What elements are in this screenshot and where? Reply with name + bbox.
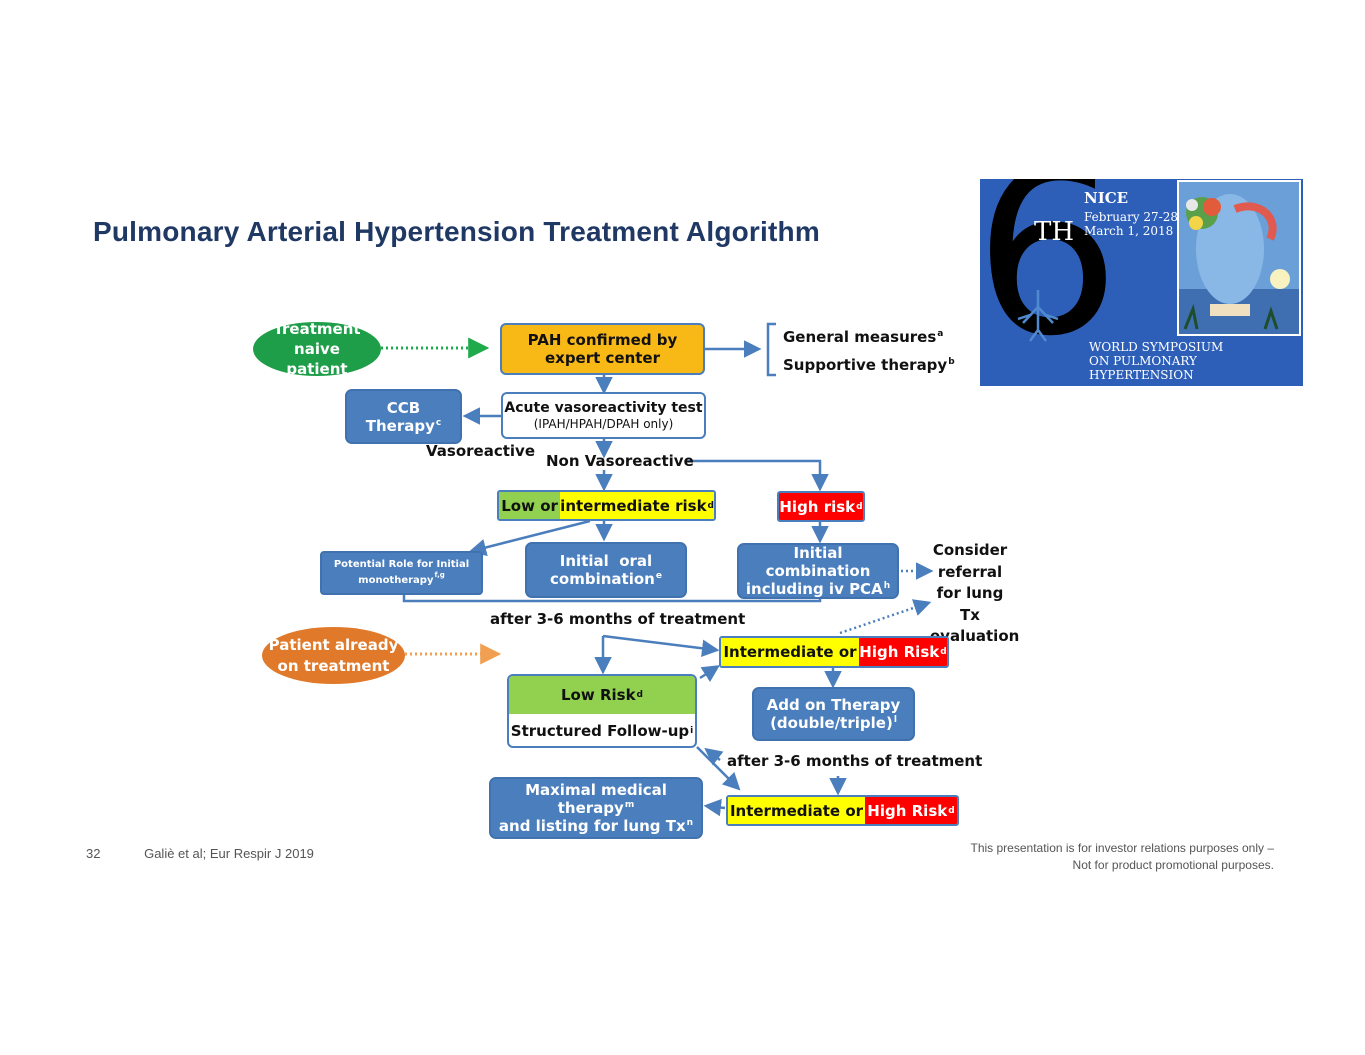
disclaimer-line-2: Not for product promotional purposes. bbox=[1072, 858, 1274, 872]
maximal-therapy-box: Maximal medical therapym and listing for… bbox=[489, 777, 703, 839]
ccb-therapy-box: CCB Therapyc bbox=[345, 389, 462, 444]
after-months-label-2: after 3-6 months of treatment bbox=[727, 752, 983, 770]
combo-line1: Initial combination bbox=[765, 544, 871, 580]
disclaimer-line-1: This presentation is for investor relati… bbox=[970, 841, 1275, 855]
after-months-label-1: after 3-6 months of treatment bbox=[490, 610, 746, 628]
intermediate-segment-1: Intermediate or bbox=[721, 638, 859, 666]
pah-line2: expert center bbox=[544, 349, 661, 367]
treatment-naive-line1: Treatment naive bbox=[273, 319, 361, 358]
potential-line1: Potential Role for Initial bbox=[333, 559, 470, 570]
arrow-inter2-to-maximal bbox=[703, 798, 726, 817]
bracket-measures bbox=[766, 322, 776, 377]
vaso-line1: Acute vasoreactivity test bbox=[504, 399, 703, 416]
vasoreactive-label: Vasoreactive bbox=[426, 442, 535, 460]
logo-artwork bbox=[1177, 180, 1301, 336]
non-vasoreactive-label: Non Vasoreactive bbox=[546, 452, 694, 470]
footer-left: 32 Galiè et al; Eur Respir J 2019 bbox=[86, 846, 354, 861]
initial-combination-box: Initial combination including iv PCAh bbox=[737, 543, 899, 599]
consider-referral: Consider referral for lung Tx evaluation bbox=[930, 541, 1020, 645]
general-measures: General measuresa bbox=[783, 328, 944, 346]
vaso-line2: (IPAH/HPAH/DPAH only) bbox=[533, 416, 674, 431]
page-number: 32 bbox=[86, 846, 101, 861]
slide-title: Pulmonary Arterial Hypertension Treatmen… bbox=[93, 216, 820, 247]
pah-line1: PAH confirmed by bbox=[527, 331, 678, 349]
lung-tree-icon bbox=[1017, 290, 1059, 342]
pah-confirmed-box: PAH confirmed by expert center bbox=[500, 323, 705, 375]
potential-role-box: Potential Role for Initial monotherapyf,… bbox=[320, 551, 483, 595]
intermediate-segment-2: Intermediate or bbox=[728, 797, 865, 824]
patient-already-ellipse: Patient already on treatment bbox=[262, 627, 405, 684]
vasoreactivity-box: Acute vasoreactivity test (IPAH/HPAH/DPA… bbox=[501, 392, 706, 439]
treatment-naive-ellipse: Treatment naive patient bbox=[253, 319, 381, 379]
logo-six: 6 bbox=[980, 179, 1121, 386]
logo-date-1: February 27-28 bbox=[1084, 210, 1178, 224]
symposium-logo: 6 TH NICE February 27-28 March 1, 2018 W… bbox=[980, 179, 1303, 386]
add-on-therapy-box: Add on Therapy (double/triple)l bbox=[752, 687, 915, 741]
logo-th: TH bbox=[1034, 217, 1075, 247]
arrow-low-to-potential bbox=[468, 519, 591, 557]
citation: Galiè et al; Eur Respir J 2019 bbox=[144, 846, 314, 861]
footer-disclaimer: This presentation is for investor relati… bbox=[900, 840, 1275, 874]
treatment-naive-line2: patient bbox=[286, 360, 348, 379]
logo-city: NICE bbox=[1084, 189, 1129, 207]
arrow-to-structured bbox=[704, 747, 724, 766]
initial-oral-box: Initial oral combinatione bbox=[525, 542, 687, 598]
arrow-structured-to-inter2 bbox=[696, 746, 741, 791]
arrow-structured-to-inter bbox=[699, 665, 720, 682]
arrow-months-to-inter bbox=[602, 634, 720, 657]
arrow-nonvaso-to-high bbox=[687, 459, 829, 492]
logo-line-1: WORLD SYMPOSIUM bbox=[1089, 340, 1224, 354]
logo-line-2: ON PULMONARY HYPERTENSION bbox=[1089, 354, 1197, 382]
logo-date-2: March 1, 2018 bbox=[1084, 224, 1174, 238]
arrow-inter-to-referral bbox=[839, 599, 932, 635]
supportive-therapy: Supportive therapyb bbox=[783, 356, 955, 374]
low-or-segment: Low or bbox=[499, 492, 561, 519]
oral-line1: Initial oral bbox=[559, 552, 653, 570]
